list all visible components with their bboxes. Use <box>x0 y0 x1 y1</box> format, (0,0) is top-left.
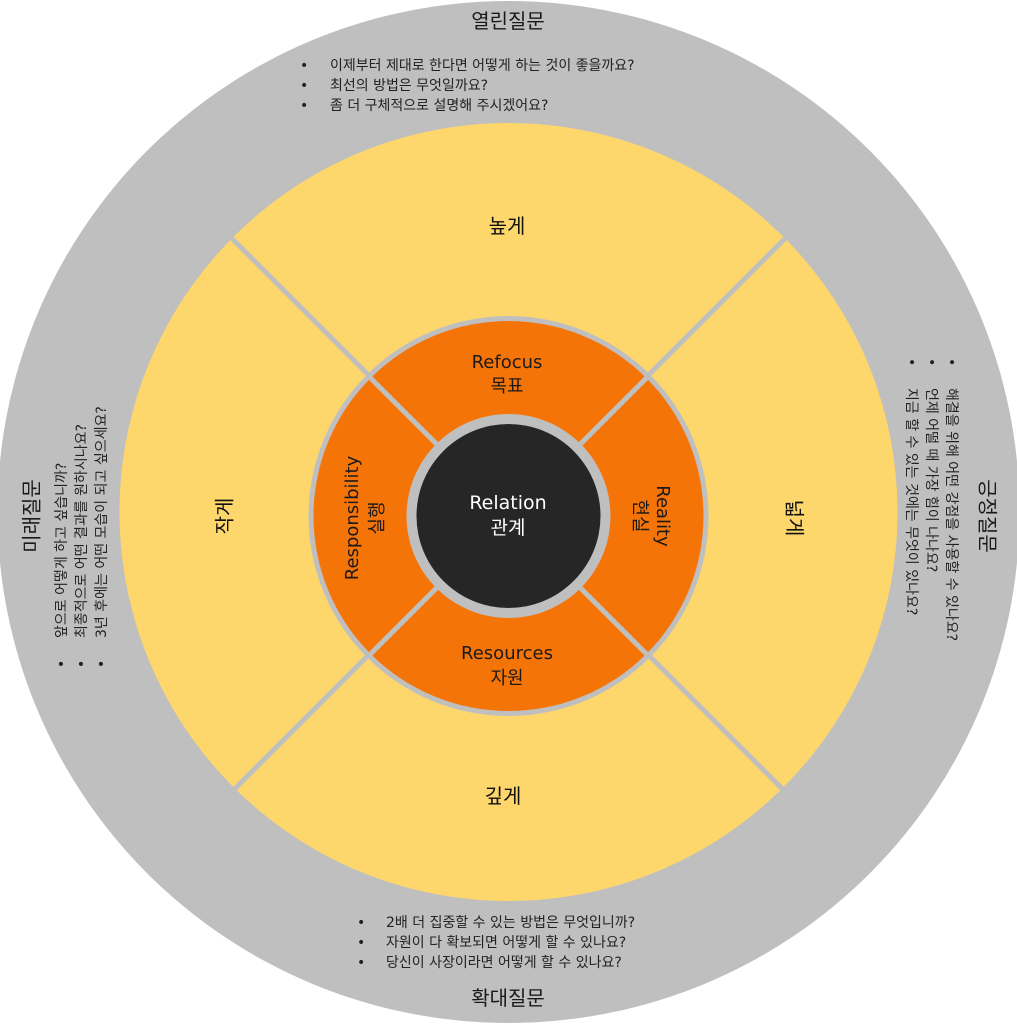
open-question-3: 좀 더 구체적으로 설명해 주시겠어요? <box>330 98 548 114</box>
reality-label-ko: 현실 <box>629 499 650 532</box>
positive-question-1: 해결을 위해 어떤 강점을 사용할 수 있나요? <box>943 388 959 641</box>
expand-question-1: 2배 더 집중할 수 있는 방법은 무엇입니까? <box>386 915 635 931</box>
divider-nw <box>229 236 376 383</box>
orange-divider-ne <box>576 374 651 449</box>
future-question-title-group: 미래질문 <box>20 479 44 553</box>
divider-ne <box>641 236 788 383</box>
positive-question-list: • 해결을 위해 어떤 강점을 사용할 수 있나요? • 언제 어떨 때 가장 … <box>903 358 959 641</box>
open-question-2: 최선의 방법은 무엇일까요? <box>330 78 488 94</box>
responsibility-label-ko: 실행 <box>367 501 388 534</box>
expand-question-2: 자원이 다 확보되면 어떻게 할 수 있나요? <box>386 935 626 951</box>
expand-question-list: • 2배 더 집중할 수 있는 방법은 무엇입니까? • 자원이 다 확보되면 … <box>357 915 635 971</box>
bullet-dot: • <box>94 660 110 668</box>
core-label-en: Relation <box>469 492 546 514</box>
open-question-1: 이제부터 제대로 한다면 어떻게 하는 것이 좋을까요? <box>330 58 635 74</box>
core-circle <box>416 424 601 608</box>
refocus-label-ko: 목표 <box>490 376 523 397</box>
bullet-dot: • <box>300 98 308 114</box>
positive-question-3: 지금 할 수 있는 것에는 무엇이 있나요? <box>903 388 919 615</box>
future-question-3: 3년 후에는 어떤 모습이 되고 싶으세요? <box>94 406 110 638</box>
core-label-ko: 관계 <box>491 517 526 539</box>
bullet-dot: • <box>357 955 365 971</box>
bullet-dot: • <box>357 935 365 951</box>
bullet-dot: • <box>903 358 919 366</box>
positive-question-title: 긍정질문 <box>976 479 1000 553</box>
expand-question-title: 확대질문 <box>471 986 545 1010</box>
positive-question-2: 언제 어떨 때 가장 힘이 나나요? <box>923 388 939 572</box>
responsibility-label-en: Responsibility <box>342 455 363 580</box>
open-question-title: 열린질문 <box>471 9 545 33</box>
positive-question-title-group: 긍정질문 <box>976 479 1000 553</box>
bullet-dot: • <box>74 660 90 668</box>
bullet-dot: • <box>300 58 308 74</box>
future-question-list: • 앞으로 어떻게 하고 싶습니까? • 최종적으로 어떤 결과를 원하시나요?… <box>54 406 110 668</box>
direction-wide: 넓게 <box>783 500 807 537</box>
orange-divider-se <box>576 583 651 658</box>
refocus-label-en: Refocus <box>472 352 543 373</box>
open-question-list: • 이제부터 제대로 한다면 어떻게 하는 것이 좋을까요? • 최선의 방법은… <box>300 58 635 114</box>
r-model-ring-dividers <box>366 374 651 658</box>
orange-divider-nw <box>366 374 441 449</box>
divider-se <box>641 647 788 794</box>
resources-label-ko: 자원 <box>490 668 523 689</box>
direction-ring-dividers <box>229 236 788 794</box>
reality-label-en: Reality <box>652 485 673 547</box>
direction-deep: 깊게 <box>485 784 522 808</box>
future-question-2: 최종적으로 어떤 결과를 원하시나요? <box>74 424 90 638</box>
bullet-dot: • <box>300 78 308 94</box>
bullet-dot: • <box>54 660 70 668</box>
future-question-1: 앞으로 어떻게 하고 싶습니까? <box>54 463 70 638</box>
direction-high: 높게 <box>489 214 526 238</box>
future-question-title: 미래질문 <box>20 479 44 553</box>
bullet-dot: • <box>923 358 939 366</box>
resources-label-en: Resources <box>461 643 553 664</box>
bullet-dot: • <box>357 915 365 931</box>
direction-small: 작게 <box>213 498 237 535</box>
bullet-dot: • <box>943 358 959 366</box>
divider-sw <box>229 647 376 794</box>
orange-divider-sw <box>366 583 441 658</box>
expand-question-3: 당신이 사장이라면 어떻게 할 수 있나요? <box>386 955 622 971</box>
